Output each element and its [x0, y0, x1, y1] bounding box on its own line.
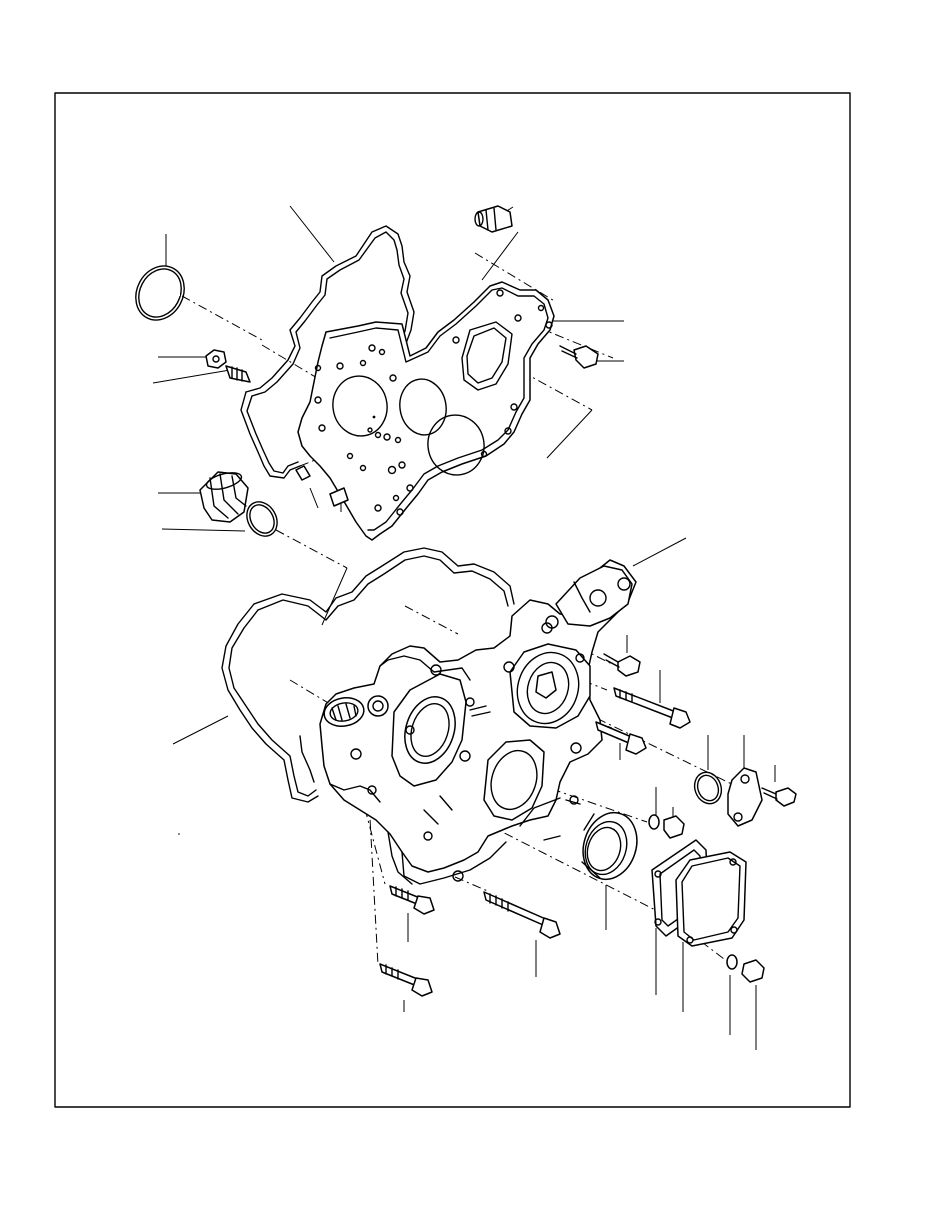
front-plate: [297, 281, 555, 541]
timing-gasket-upper: [240, 225, 415, 479]
cap-o-ring: [246, 501, 278, 537]
bolt-top-right: [559, 345, 599, 369]
hollow-dowel: [474, 205, 513, 233]
washer: [726, 954, 738, 970]
pin: [295, 465, 311, 481]
o-ring-upper: [135, 265, 185, 321]
bolt-r1: [603, 653, 641, 677]
end-cover: [675, 851, 747, 947]
bolt-r3: [595, 721, 647, 755]
diagram-frame: [54, 92, 851, 1108]
cover-plate: [727, 767, 763, 827]
leader-lines: [152, 205, 776, 1050]
nut: [205, 349, 227, 369]
washer-r: [648, 814, 685, 839]
oil-seal: [581, 811, 638, 881]
timing-gear-case: [319, 559, 637, 885]
case-gasket: [221, 547, 515, 803]
flange-bolts: [379, 885, 561, 997]
case-bracket: [555, 565, 633, 627]
bolt-r4: [761, 787, 797, 807]
bolt-r2: [613, 687, 691, 729]
sleeve: [329, 487, 349, 507]
reference-dots: [178, 415, 376, 835]
bolt-r5: [741, 959, 765, 983]
stud: [225, 365, 251, 383]
oil-filler-cap: [199, 471, 249, 523]
cover-plate-o-ring: [693, 771, 723, 805]
